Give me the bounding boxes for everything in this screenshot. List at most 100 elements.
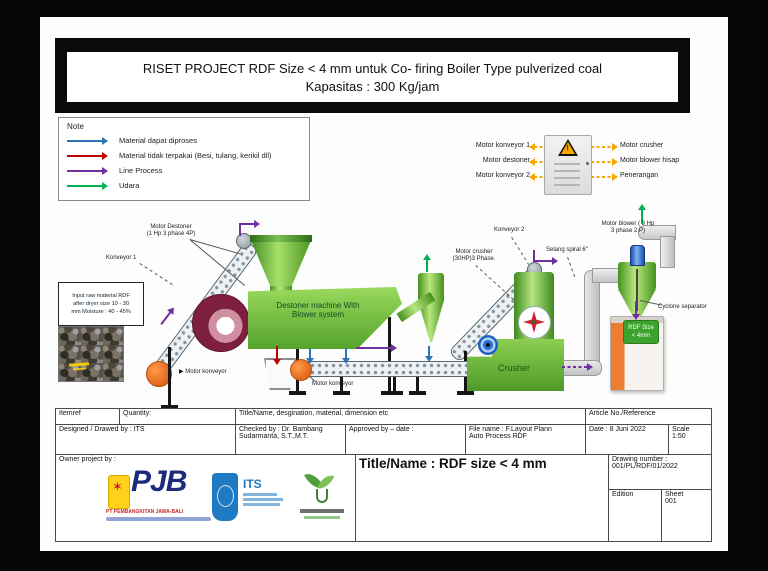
cell-edition: Edition — [608, 489, 662, 542]
pjb-badge: ✶ — [108, 475, 130, 509]
label-text: Motor blower ( 3 Hp — [601, 221, 655, 227]
blue-arrow-icon — [67, 136, 108, 145]
label-penerangan: Penerangan — [620, 172, 659, 179]
cell-text: Approved by – date : — [349, 426, 414, 433]
cell-date: Date : 8 Juni 2022 — [585, 424, 669, 455]
baktibumi-text-blur — [300, 509, 344, 513]
cell-text: Designed / Drawed by : ITS — [59, 426, 145, 433]
pjb-tagline-blur — [106, 517, 211, 521]
material-drop-arrow — [428, 346, 430, 357]
label-cyclone-separator: Cyclone separator — [658, 304, 707, 310]
cell-scale: Scale 1:50 — [668, 424, 712, 455]
input-box-line1: Input raw material RDF — [72, 293, 130, 299]
label-text: Motor Destoner — [150, 224, 192, 230]
line-process-arrow-belt1 — [160, 311, 172, 325]
cell-text: 1:50 — [672, 433, 686, 440]
label-text: 3 phase 2 P) — [610, 228, 646, 235]
photo-highlight-mark — [68, 362, 90, 367]
cell-designed-by: Designed / Drawed by : ITS — [55, 424, 236, 455]
cell-title-name: Title/Name : RDF size < 4 mm — [355, 454, 609, 542]
input-box-line2: after dryer size 10 - 30 — [73, 301, 129, 307]
cell-text: Scale — [672, 426, 690, 433]
label-text: Destoner machine With — [276, 301, 360, 310]
panel-handle — [586, 162, 589, 165]
konveyor-horizontal-motor — [290, 359, 312, 381]
cell-text: Itemref — [59, 410, 81, 417]
leader-line — [139, 263, 176, 287]
panel-wire-left-2 — [529, 158, 544, 166]
line-process-arrow — [356, 344, 397, 352]
purple-arrow-icon — [67, 166, 108, 175]
line-process-elbow — [533, 250, 535, 262]
cell-text: Auto Process RDF — [469, 433, 527, 440]
destoner-hopper — [250, 238, 312, 288]
label-text: (30HP)3 Phase. — [452, 256, 496, 263]
photo-highlight-mark — [72, 367, 87, 371]
legend-item-material-tidak-terpakai: Material tidak terpakai (Besi, tulang, k… — [67, 148, 309, 163]
pointer-triangle-icon: ▶ — [179, 369, 184, 375]
title-box: RISET PROJECT RDF Size < 4 mm untuk Co- … — [55, 38, 690, 113]
label-selang-spiral: Selang spiral 6" — [546, 247, 588, 253]
label-motor-crusher: Motor crusher (30HP)3 Phase. — [442, 249, 506, 263]
label-text: < 4mm — [631, 333, 651, 340]
legend-label: Line Process — [119, 166, 163, 175]
baktibumi-logo — [300, 469, 346, 533]
konveyor-1-motor — [146, 361, 172, 387]
label-motor-blower-hisap: Motor blower hisap — [620, 157, 680, 164]
cell-text: 001/PL/RDF/01/2022 — [612, 463, 678, 470]
cell-file-name: File name : F.Layout Plann Auto Process … — [465, 424, 586, 455]
its-subtext-blur — [243, 503, 280, 506]
material-drop-arrow — [345, 348, 347, 359]
cell-text: Edition — [612, 491, 634, 498]
label-text: Blower system — [291, 310, 344, 319]
cell-description: Title/Name, desgination, material, dimen… — [235, 408, 586, 425]
cell-approved-by: Approved by – date : — [345, 424, 466, 455]
konveyor-horizontal-belt — [294, 361, 482, 377]
its-shield — [212, 473, 238, 521]
its-logo: ITS — [212, 471, 283, 533]
pjb-logo: ✶ PJB PT PEMBANGKITAN JAWA-BALI — [106, 465, 236, 533]
material-drop-arrow — [309, 348, 311, 359]
legend-box: Note Material dapat diproses Material ti… — [58, 117, 310, 201]
cell-text: Title/Name, desgination, material, dimen… — [239, 410, 389, 417]
label-text: (1 Hp 3 phase 4P) — [146, 231, 196, 238]
panel-wire-right-1 — [591, 143, 618, 151]
blower-hisap-fan — [478, 335, 498, 355]
label-motor-destoner-panel: Motor destoner — [482, 157, 530, 164]
leaf-stem — [316, 489, 328, 503]
panel-wire-left-3 — [529, 173, 544, 181]
legend-heading: Note — [67, 122, 84, 131]
cell-text: Date : 8 Juni 2022 — [589, 426, 646, 433]
label-motor-konveyor-2: Motor konveyor 2 — [475, 172, 530, 179]
input-material-box: Input raw material RDF after dryer size … — [58, 282, 144, 326]
legend-item-material-diproses: Material dapat diproses — [67, 133, 309, 148]
cell-text: Drawing number : — [612, 456, 668, 463]
legend-label: Udara — [119, 181, 140, 190]
cell-quantity: Quantity: — [119, 408, 236, 425]
leader-line — [511, 237, 529, 265]
drawing-sheet: RISET PROJECT RDF Size < 4 mm untuk Co- … — [40, 17, 728, 551]
cell-text: Checked by : Dr. Bambang — [239, 426, 323, 433]
warning-exclamation: ! — [566, 145, 569, 152]
support-leg — [387, 377, 402, 395]
panel-wire-right-2 — [591, 158, 618, 166]
crusher-label: Crusher — [498, 363, 531, 373]
cell-text: Sheet — [665, 491, 684, 498]
label-konveyor-2: Konveyor 2 — [494, 227, 525, 233]
cell-checked-by: Checked by : Dr. Bambang Sudarmanta, S.T… — [235, 424, 346, 455]
cell-owner: Owner project by : ✶ PJB PT PEMBANGKITAN… — [55, 454, 356, 542]
rdf-product-box: RDF Size < 4mm — [610, 316, 664, 391]
cell-sheet: Sheet 001 — [661, 489, 712, 542]
drawing-title-line2: Kapasitas : 300 Kg/jam — [305, 78, 440, 94]
cell-text: Owner project by : — [59, 456, 116, 463]
destoner-blower-fan — [192, 294, 250, 352]
drawing-title-line1: RISET PROJECT RDF Size < 4 mm untuk Co- … — [142, 60, 603, 76]
legend-label: Material tidak terpakai (Besi, tulang, k… — [119, 151, 272, 160]
label-text: RDF Size — [628, 325, 654, 331]
cyclone-motor — [630, 245, 645, 266]
cell-itemref: Itemref — [55, 408, 120, 425]
line-process-arrow — [239, 220, 260, 228]
its-wordmark: ITS — [243, 477, 262, 491]
support-leg — [162, 347, 177, 409]
